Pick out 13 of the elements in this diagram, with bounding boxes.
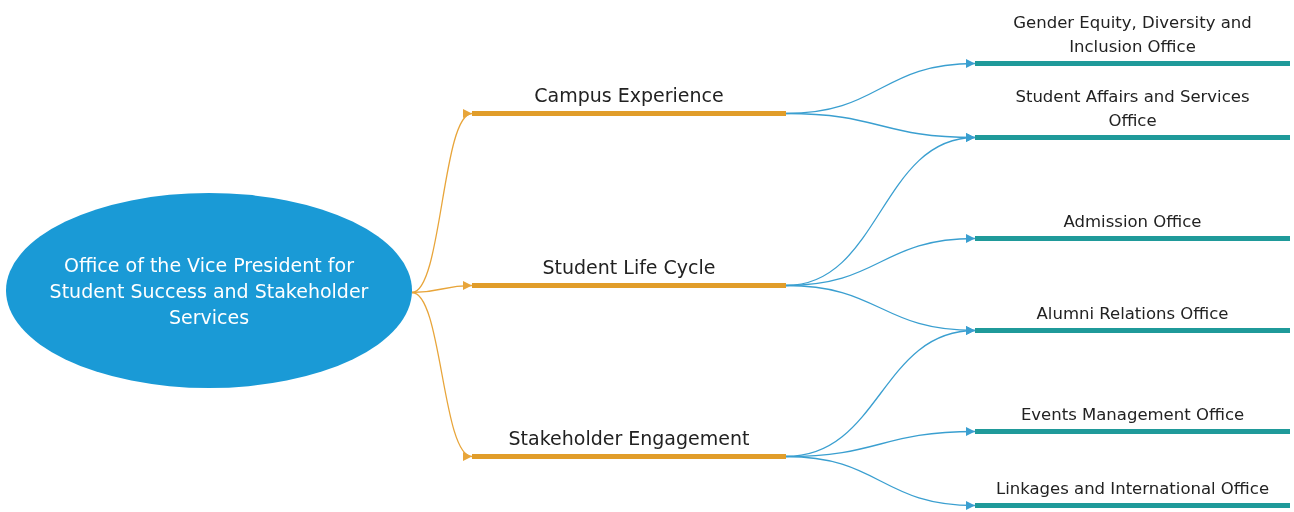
node-label: Linkages and International Office [994, 478, 1271, 500]
arrow [411, 291, 473, 458]
node-label: Campus Experience [534, 83, 724, 108]
node-label: Stakeholder Engagement [508, 426, 750, 451]
node-label: Events Management Office [1019, 404, 1246, 426]
arrow [785, 455, 976, 510]
node-label: Student Life Cycle [542, 255, 716, 280]
node-text: Office of the Vice President for Student Success and Stakeholder Services [48, 252, 370, 330]
node-label: Alumni Relations Office [1035, 303, 1230, 325]
node-label: Gender Equity, Diversity and Inclusion Office [1012, 12, 1253, 58]
node-label: Admission Office [1062, 211, 1203, 233]
node-label: Student Affairs and Services Office [1014, 86, 1251, 132]
arrow [411, 112, 473, 294]
